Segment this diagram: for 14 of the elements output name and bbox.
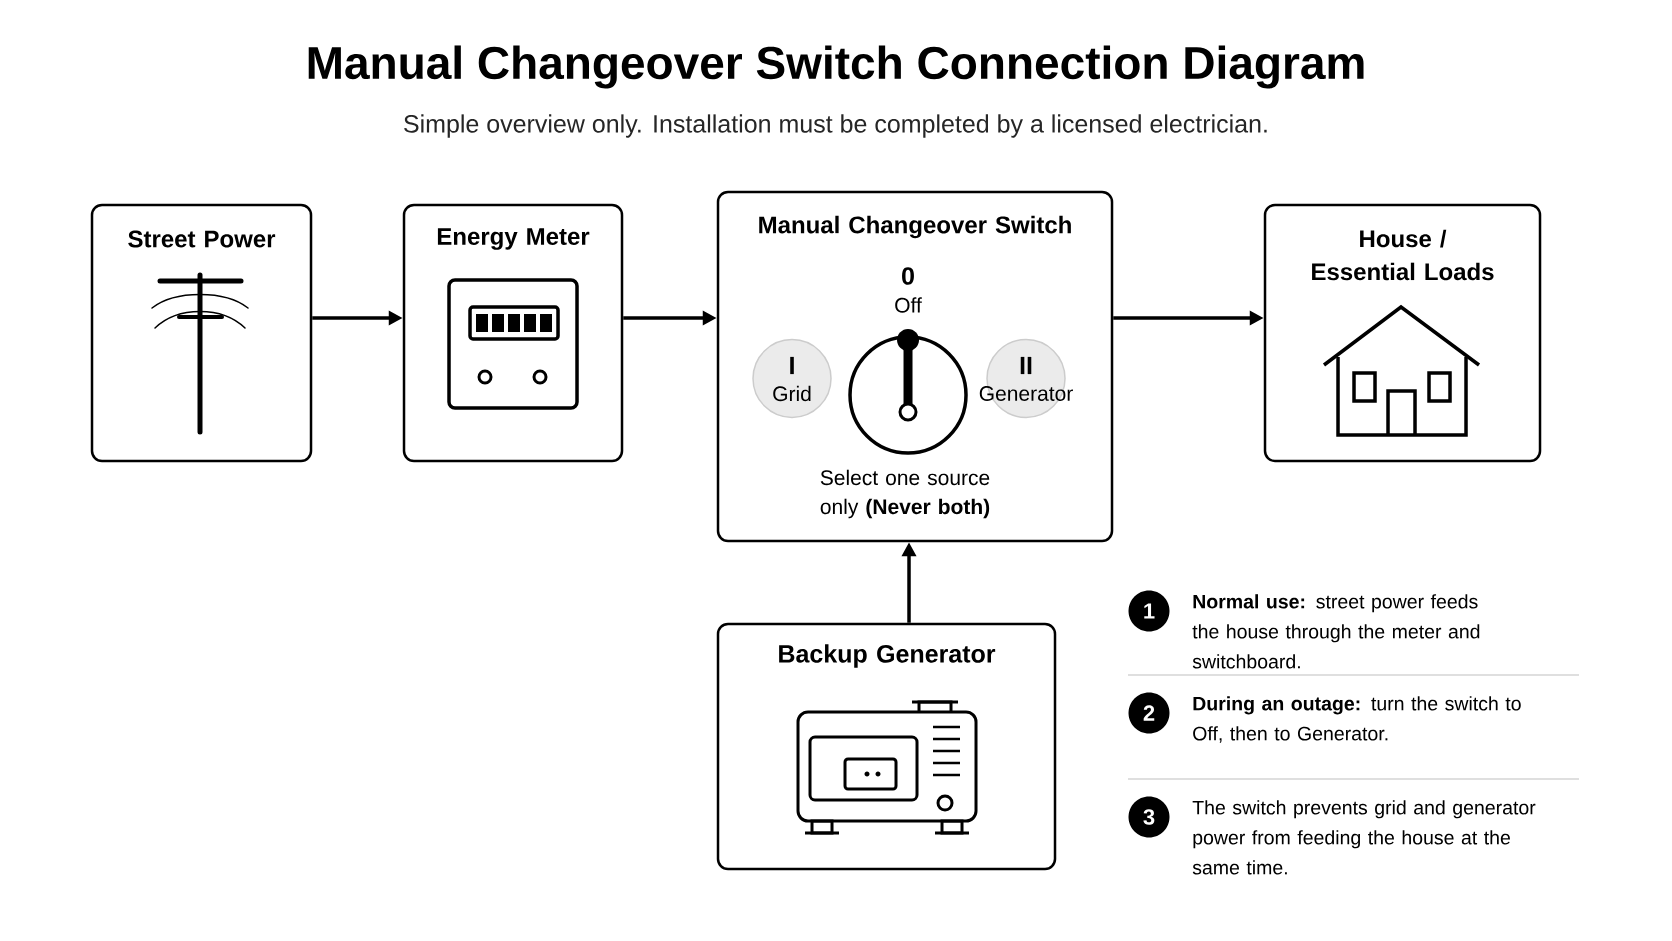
subtitle: Simple overview only. Installation must be completed by a licensed electrician. bbox=[404, 114, 1267, 138]
note-text: The switch prevents grid and generator power from feeding the house at the same time. bbox=[1192, 800, 1536, 875]
position-label: 0 bbox=[902, 267, 914, 285]
note-text: During an outage: turn the switch to Off, then to Generator. bbox=[1193, 696, 1521, 743]
callout-number: 2 bbox=[1128, 692, 1170, 734]
process-box: Street Power bbox=[90, 203, 313, 463]
note-text: Normal use: street power feeds the house through the meter and switchboard. bbox=[1192, 594, 1480, 669]
title: Manual Changeover Switch Connection Diagram bbox=[308, 45, 1364, 89]
process-box: Energy Meter bbox=[402, 203, 624, 463]
process-box: Backup Generator bbox=[716, 622, 1057, 871]
process-box: House / Essential Loads bbox=[1263, 203, 1542, 463]
callout-number: 1 bbox=[1128, 590, 1170, 632]
callout-number: 3 bbox=[1128, 796, 1170, 838]
position-label: Off bbox=[895, 297, 922, 313]
